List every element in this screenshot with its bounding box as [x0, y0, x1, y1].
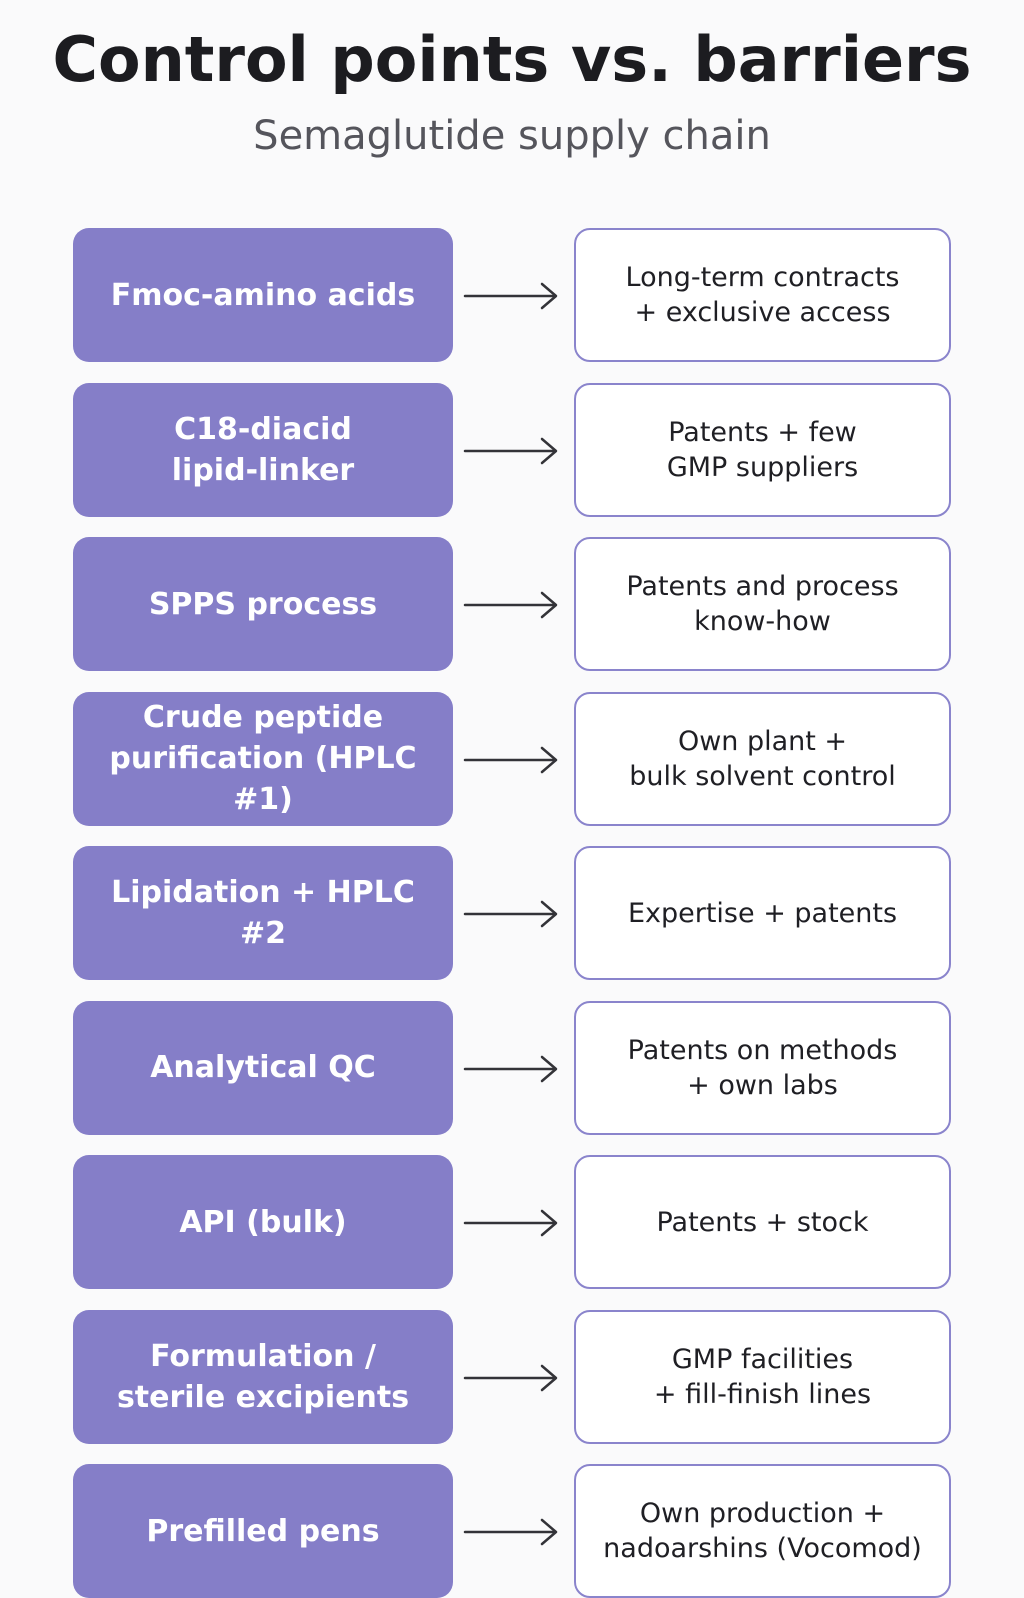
diagram-row: Lipidation + HPLC #2 Expertise + patents: [0, 846, 1024, 980]
barrier-box: Long-term contracts + exclusive access: [574, 228, 951, 362]
right-arrow-icon: [463, 1518, 558, 1546]
barrier-box: Patents on methods + own labs: [574, 1000, 951, 1135]
control-point-label: Lipidation + HPLC #2: [111, 875, 415, 951]
control-point-box: API (bulk): [73, 1155, 453, 1289]
barrier-box: Patents and process know-how: [574, 537, 951, 671]
control-point-box: Formulation / sterile excipients: [73, 1309, 453, 1444]
control-point-label: Prefilled pens: [146, 1513, 380, 1549]
diagram-row: Prefilled pens Own production + nadoarshi…: [0, 1464, 1024, 1598]
barrier-box: Patents + stock: [574, 1155, 951, 1289]
control-point-label: C18-diacid lipid-linker: [171, 411, 355, 488]
right-arrow-icon: [463, 746, 558, 773]
diagram-row: API (bulk) Patents + stock: [0, 1155, 1024, 1289]
control-point-label: SPPS process: [148, 586, 378, 622]
right-arrow-icon: [463, 1209, 558, 1237]
diagram-row: C18-diacid lipid-linker Patents + few GMP…: [0, 382, 1024, 517]
barrier-box: Patents + few GMP suppliers: [574, 382, 951, 517]
diagram-row: Analytical QC Patents on methods + own la…: [0, 1000, 1024, 1135]
right-arrow-icon: [463, 1364, 558, 1391]
page-subtitle: Semaglutide supply chain: [253, 113, 771, 159]
diagram-row: Fmoc-amino acids Long-term contracts + ex…: [0, 228, 1024, 362]
diagram-row: Formulation / sterile excipients GMP faci…: [0, 1309, 1024, 1444]
right-arrow-icon: [463, 900, 558, 928]
right-arrow-icon: [463, 591, 558, 619]
diagram-row: SPPS process Patents and process know-how: [0, 537, 1024, 671]
control-point-box: Fmoc-amino acids: [73, 228, 453, 362]
barrier-box: Own plant + bulk solvent control: [574, 691, 951, 826]
barrier-box: Expertise + patents: [574, 846, 951, 980]
barrier-box: GMP facilities + fill-finish lines: [574, 1309, 951, 1444]
control-point-label: Fmoc-amino acids: [110, 277, 416, 313]
right-arrow-icon: [463, 1055, 558, 1082]
control-point-label: Analytical QC: [150, 1050, 376, 1085]
control-point-label: Crude peptide purification (HPLC #1): [109, 700, 417, 817]
barrier-box: Own production + nadoarshins (Vocomod): [574, 1464, 951, 1598]
control-point-box: C18-diacid lipid-linker: [73, 382, 453, 517]
right-arrow-icon: [463, 282, 558, 310]
control-point-label: API (bulk): [179, 1204, 347, 1240]
control-point-box: Crude peptide purification (HPLC #1): [73, 691, 453, 826]
control-point-box: Prefilled pens: [73, 1464, 453, 1598]
control-point-box: Lipidation + HPLC #2: [73, 846, 453, 980]
diagram-row: Crude peptide purification (HPLC #1) Own …: [0, 691, 1024, 826]
right-arrow-icon: [463, 437, 558, 464]
control-point-label: Formulation / sterile excipients: [116, 1338, 410, 1415]
control-point-box: SPPS process: [73, 537, 453, 671]
control-point-box: Analytical QC: [73, 1000, 453, 1135]
page-title: Control points vs. barriers: [52, 23, 972, 96]
